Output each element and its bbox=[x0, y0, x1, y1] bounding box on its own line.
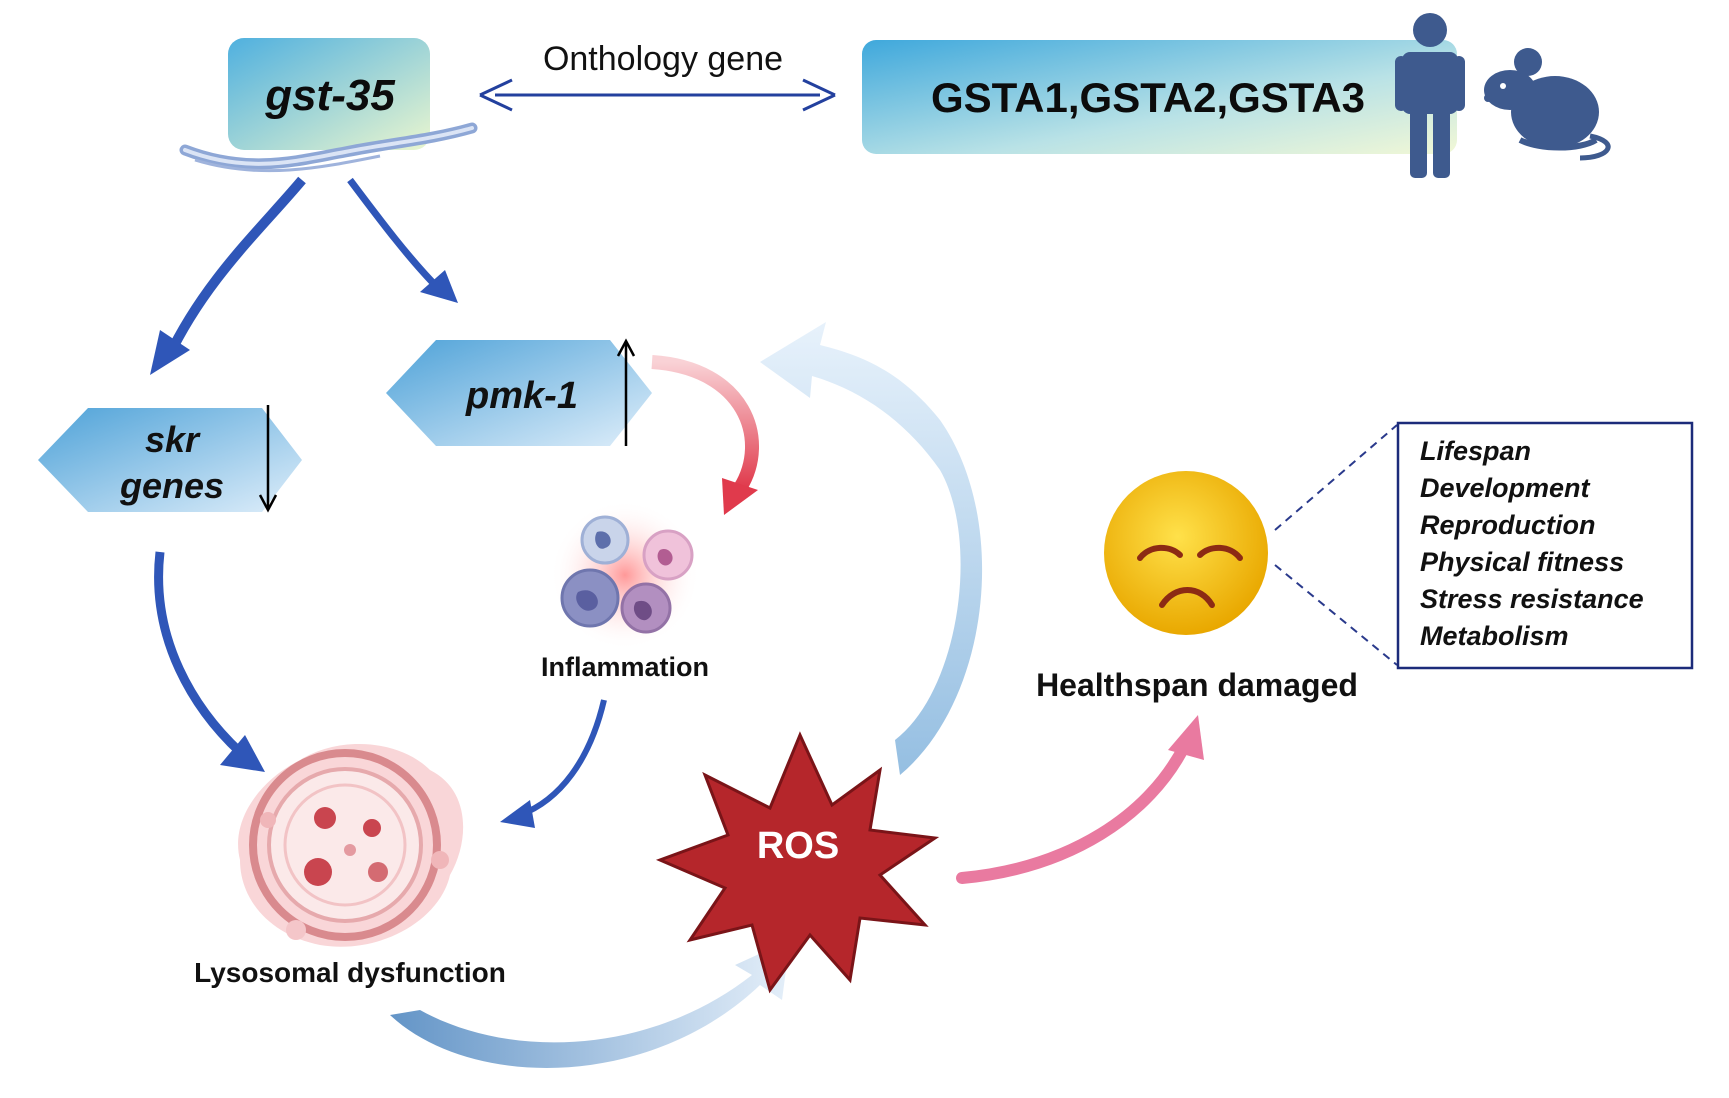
healthspan-item: Stress resistance bbox=[1420, 584, 1644, 614]
pmk1-node: pmk-1 bbox=[386, 338, 652, 446]
arrow-skr-to-lysosome bbox=[154, 551, 265, 772]
skr-label-2: genes bbox=[119, 465, 224, 506]
lysosome-icon bbox=[238, 743, 464, 947]
worm-icon bbox=[179, 122, 478, 173]
human-genes-label: GSTA1,GSTA2,GSTA3 bbox=[931, 74, 1365, 121]
arrow-inflammation-to-lysosome bbox=[500, 699, 607, 828]
arrow-gst35-to-skr bbox=[150, 176, 306, 375]
healthspan-item: Lifespan bbox=[1420, 436, 1531, 466]
arrow-pmk-to-inflammation bbox=[651, 355, 759, 515]
up-arrow-icon bbox=[616, 338, 636, 446]
skr-label-1: skr bbox=[145, 419, 201, 460]
healthspan-list: Lifespan Development Reproduction Physic… bbox=[1396, 421, 1694, 670]
immune-cells-icon bbox=[550, 500, 700, 650]
starburst-icon: ROS bbox=[655, 731, 940, 994]
gst35-node: gst-35 bbox=[228, 38, 430, 150]
ros-label: ROS bbox=[757, 825, 839, 867]
pmk1-label: pmk-1 bbox=[465, 375, 578, 417]
arrow-ros-to-healthspan bbox=[956, 715, 1204, 884]
human-genes-node: GSTA1,GSTA2,GSTA3 bbox=[862, 40, 1457, 154]
healthspan-item: Reproduction bbox=[1420, 510, 1596, 540]
skr-genes-node: skr genes bbox=[38, 405, 302, 513]
arrow-lysosome-to-ros bbox=[390, 940, 790, 1068]
ortholog-label: Onthology gene bbox=[543, 40, 783, 78]
arrow-gst35-to-pmk bbox=[347, 177, 458, 303]
mouse-icon bbox=[1484, 48, 1611, 161]
gst35-label: gst-35 bbox=[264, 71, 395, 120]
lysosomal-label: Lysosomal dysfunction bbox=[194, 957, 506, 988]
inflammation-label: Inflammation bbox=[541, 652, 709, 682]
arrow-ros-to-pmk bbox=[760, 322, 983, 775]
down-arrow-icon bbox=[258, 405, 278, 513]
healthspan-item: Development bbox=[1420, 473, 1591, 503]
healthspan-item: Physical fitness bbox=[1420, 547, 1624, 577]
dashed-connectors bbox=[1274, 424, 1398, 666]
ortholog-arrow: Onthology gene bbox=[479, 40, 836, 112]
healthspan-label: Healthspan damaged bbox=[1036, 667, 1358, 703]
human-icon bbox=[1395, 13, 1465, 178]
sad-face-icon bbox=[1104, 471, 1268, 635]
healthspan-item: Metabolism bbox=[1420, 621, 1569, 651]
